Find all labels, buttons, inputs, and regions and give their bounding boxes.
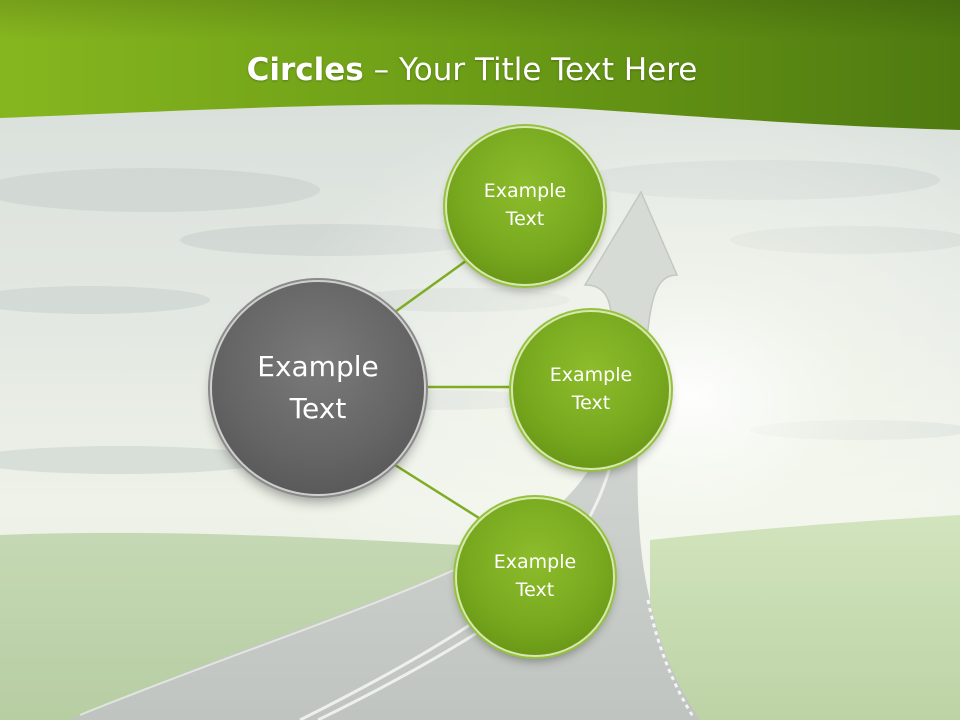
title-rest-text: – Your Title Text Here bbox=[363, 52, 698, 88]
satellite-circle-bottom-line-2: Text bbox=[515, 579, 555, 601]
center-circle-line-1: Example bbox=[257, 350, 379, 383]
satellite-circle-middle: Example Text bbox=[513, 312, 669, 468]
satellite-circle-top-line-2: Text bbox=[505, 208, 545, 230]
satellite-circle-middle-line-1: Example bbox=[549, 364, 633, 387]
connector-lines bbox=[394, 256, 516, 520]
center-circle-line-2: Text bbox=[289, 392, 347, 425]
connector-bottom bbox=[394, 463, 480, 520]
satellite-circle-top: Example Text bbox=[447, 128, 603, 284]
satellite-circle-bottom-line-1: Example bbox=[493, 551, 577, 574]
arrow-up-icon bbox=[583, 190, 679, 331]
connector-top bbox=[394, 256, 471, 314]
title-bold-text: Circles bbox=[246, 52, 364, 88]
satellite-circle-bottom: Example Text bbox=[457, 499, 613, 655]
satellite-circle-middle-line-2: Text bbox=[571, 392, 611, 414]
center-circle: Example Text bbox=[212, 282, 424, 494]
satellite-circle-top-line-1: Example bbox=[483, 180, 567, 203]
slide-title: Circles – Your Title Text Here bbox=[0, 52, 944, 88]
